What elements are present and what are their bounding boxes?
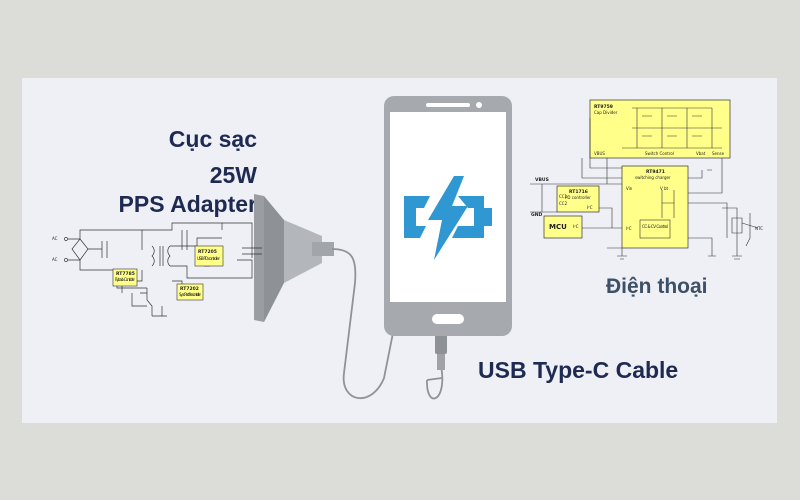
wall-charger: [254, 194, 334, 322]
mcu-i2c-label: I²C: [573, 224, 579, 229]
capdiv-vbus-label: VBUS: [594, 151, 605, 156]
diagram-canvas: Cục sạc 25W PPS Adapter USB Type-C Cable…: [22, 78, 777, 423]
cc1-label: CC1: [559, 194, 568, 199]
switch-control-label: Switch Control: [645, 151, 674, 156]
ac-label-1: AC: [52, 236, 58, 241]
phone-label: Điện thoại: [606, 275, 708, 298]
ac-label-2: AC: [52, 257, 58, 262]
rt7785-sub: Flyback Controller: [115, 277, 135, 282]
capdiv-vbat-label: Vbat: [696, 151, 706, 156]
rt7205-label: RT7205: [198, 249, 217, 255]
pd-i2c-label: I²C: [587, 205, 593, 210]
vbt-label: V bt: [660, 186, 669, 191]
ntc-label: NTC: [755, 226, 763, 231]
rt9759-label: RT9759: [594, 104, 613, 110]
rt1716-label: RT1716: [569, 189, 588, 195]
charger-ic-blocks: RT7785 Flyback Controller RT7202 Sync Re…: [52, 236, 224, 301]
cable-label: USB Type-C Cable: [478, 357, 679, 383]
rt9759-sub: Cap Divider: [594, 110, 618, 115]
charger-i2c-label: I²C: [626, 226, 632, 231]
charger-schematic: [64, 222, 262, 317]
gnd-label: GND: [531, 212, 542, 218]
charger-title: Cục sạc: [168, 126, 257, 152]
rt9471-sub: switching charger: [635, 175, 671, 180]
rt9471-label: RT9471: [646, 169, 665, 175]
rt7785-label: RT7785: [116, 271, 135, 277]
rt7202-label: RT7202: [180, 286, 199, 292]
phone-schematic: RT9759 Cap Divider Switch Control VBUS V…: [530, 99, 763, 260]
diagram-graphics: RT7785 Flyback Controller RT7202 Sync Re…: [52, 96, 763, 400]
charging-bolt-icon: [404, 176, 492, 260]
mcu-label: MCU: [549, 223, 567, 231]
charger-type: PPS Adapter: [118, 191, 257, 217]
rt1716-sub: PD controller: [565, 195, 591, 200]
cc-cv-label: CC & CV Control: [642, 224, 668, 229]
cc2-label: CC2: [559, 201, 568, 206]
capdiv-sense-label: Sense: [712, 151, 725, 156]
rt7202-sub: Sync Rectifier controller: [179, 292, 201, 297]
vbus-label: VBUS: [535, 177, 549, 183]
vin-label: Vin: [626, 186, 633, 191]
rt7205-sub: USB PD controller: [197, 256, 220, 261]
charger-power: 25W: [209, 162, 257, 188]
usb-c-plug: [435, 334, 447, 354]
